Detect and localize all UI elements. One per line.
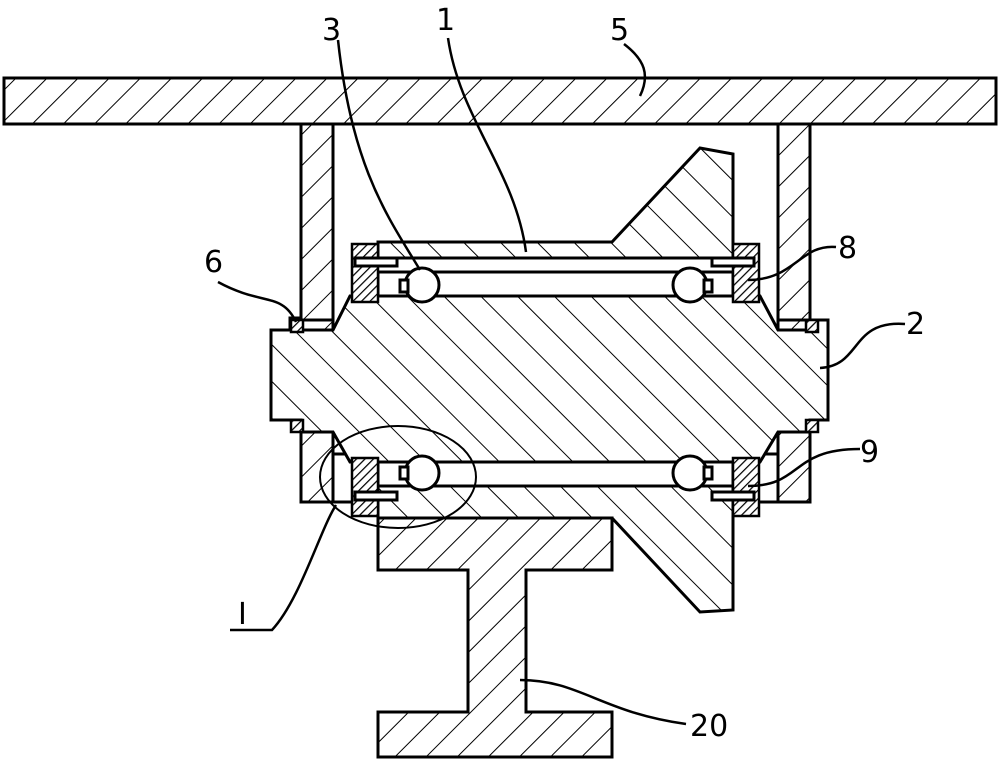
leader-20 — [519, 678, 687, 726]
label-8: 8 — [838, 231, 857, 266]
label-1: 1 — [436, 3, 455, 38]
leader-I — [230, 504, 338, 632]
seal-stack-upper-right-part-8 — [710, 242, 761, 304]
leader-1 — [446, 37, 528, 253]
label-6: 6 — [204, 245, 223, 280]
i-beam-part-20 — [376, 516, 614, 759]
leader-5 — [623, 43, 647, 97]
seal-stack-lower-left — [350, 456, 399, 518]
ball-upper-right — [671, 266, 709, 304]
label-detail-I: I — [238, 597, 247, 632]
leader-2 — [819, 322, 906, 370]
ball-lower-right — [671, 454, 709, 492]
label-9: 9 — [860, 435, 879, 470]
detail-circle-I — [319, 425, 477, 529]
seal-stack-upper-left — [350, 242, 399, 304]
shaft-part-2 — [269, 294, 830, 464]
leader-3 — [336, 39, 422, 271]
ball-bearings-part-3 — [398, 266, 714, 492]
leader-lines — [217, 37, 906, 726]
ball-lower-left — [403, 454, 441, 492]
seal-stack-lower-right-part-9 — [710, 456, 761, 518]
ball-upper-left — [403, 266, 441, 304]
label-5: 5 — [610, 13, 629, 48]
leader-6 — [217, 280, 298, 323]
seal-part-6 — [289, 318, 820, 434]
label-20: 20 — [690, 709, 728, 744]
housing-upper — [299, 122, 812, 322]
label-2: 2 — [906, 307, 925, 342]
label-3: 3 — [322, 13, 341, 48]
leader-8 — [747, 245, 837, 282]
leader-9 — [747, 447, 861, 488]
